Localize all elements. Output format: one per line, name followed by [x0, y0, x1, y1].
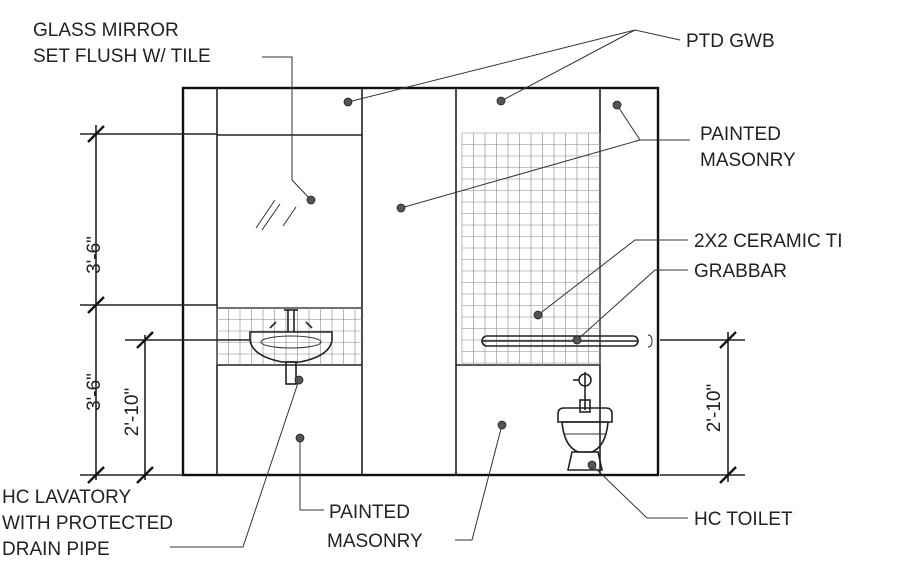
callout-dots	[294, 96, 622, 470]
callout-dot	[295, 433, 305, 443]
label-painted-masonry-right-line2: MASONRY	[700, 150, 796, 171]
label-hc-lavatory-line3: DRAIN PIPE	[2, 539, 110, 560]
label-ptd-gwb: PTD GWB	[686, 31, 775, 52]
callout-dot	[497, 420, 507, 430]
tile-grid-right	[461, 132, 601, 365]
label-painted-masonry-right-line1: PAINTED	[700, 124, 781, 145]
label-hc-lavatory-line2: WITH PROTECTED	[2, 513, 173, 534]
label-grabbar: GRABBAR	[694, 261, 787, 282]
dimension-upper-left: 3'-6"	[84, 236, 105, 274]
callout-dot	[612, 100, 622, 110]
label-glass-mirror-line2: SET FLUSH W/ TILE	[33, 46, 211, 67]
leader-lines	[170, 29, 690, 548]
callout-dot	[294, 375, 304, 385]
dimension-lines	[80, 125, 745, 484]
grab-bar	[481, 334, 653, 348]
label-hc-lavatory-line1: HC LAVATORY	[2, 487, 131, 508]
wall-outline	[181, 86, 660, 477]
dimension-lower-left: 3'-6"	[84, 373, 105, 411]
label-ceramic-tile: 2X2 CERAMIC TI	[694, 231, 843, 252]
callout-dot	[306, 195, 316, 205]
callout-dot	[533, 310, 543, 320]
callout-dot	[343, 97, 353, 107]
dimension-grabbar-height: 2'-10"	[704, 384, 725, 432]
label-glass-mirror-line1: GLASS MIRROR	[33, 20, 179, 41]
callout-dot	[396, 203, 406, 213]
callout-dot	[572, 335, 582, 345]
callout-dot	[587, 460, 597, 470]
hc-toilet	[557, 372, 613, 471]
dimension-lavatory-height: 2'-10"	[122, 388, 143, 436]
callout-dot	[496, 96, 506, 106]
mirror-glare	[255, 199, 297, 231]
label-hc-toilet: HC TOILET	[694, 509, 793, 530]
label-painted-masonry-bottom-line2: MASONRY	[327, 531, 423, 552]
label-painted-masonry-bottom-line1: PAINTED	[329, 502, 410, 523]
hc-lavatory	[249, 309, 333, 385]
